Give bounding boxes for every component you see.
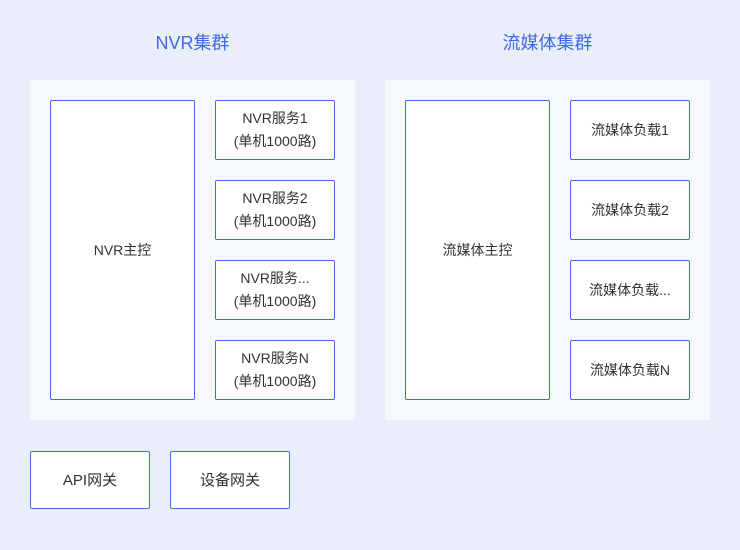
api-gateway-label: API网关 xyxy=(62,471,118,489)
media-cluster-title: 流媒体集群 xyxy=(502,33,593,53)
nvr-service-box-n: NVR服务N (单机1000路) xyxy=(215,340,335,400)
nvr-service-title: NVR服务N xyxy=(241,350,309,366)
nvr-master-label: NVR主控 xyxy=(93,241,152,258)
device-gateway-label: 设备网关 xyxy=(199,471,260,489)
nvr-service-title: NVR服务1 xyxy=(242,110,308,126)
device-gateway-box: 设备网关 xyxy=(170,451,290,509)
api-gateway-box: API网关 xyxy=(30,451,150,509)
nvr-service-subtitle: (单机1000路) xyxy=(233,213,317,229)
nvr-service-box-ellipsis: NVR服务... (单机1000路) xyxy=(215,260,335,320)
media-load-box-2: 流媒体负载2 xyxy=(570,180,690,240)
nvr-service-subtitle: (单机1000路) xyxy=(233,293,317,309)
media-load-box-1: 流媒体负载1 xyxy=(570,100,690,160)
media-load-box-n: 流媒体负载N xyxy=(570,340,690,400)
media-cluster-panel: 流媒体主控 流媒体负载1 流媒体负载2 流媒体负载... 流媒体负载N xyxy=(385,80,710,420)
nvr-master-box: NVR主控 xyxy=(50,100,195,400)
nvr-service-box-2: NVR服务2 (单机1000路) xyxy=(215,180,335,240)
nvr-service-title: NVR服务2 xyxy=(242,190,308,206)
nvr-service-subtitle: (单机1000路) xyxy=(233,133,317,149)
media-load-title: 流媒体负载1 xyxy=(591,121,669,138)
media-load-title: 流媒体负载... xyxy=(589,281,671,298)
media-master-label: 流媒体主控 xyxy=(442,241,513,258)
nvr-cluster-panel: NVR主控 NVR服务1 (单机1000路) NVR服务2 (单机1000路) … xyxy=(30,80,355,420)
nvr-cluster-title: NVR集群 xyxy=(155,33,230,53)
nvr-service-title: NVR服务... xyxy=(240,270,310,286)
media-load-title: 流媒体负载N xyxy=(589,361,671,378)
media-master-box: 流媒体主控 xyxy=(405,100,550,400)
media-load-title: 流媒体负载2 xyxy=(591,201,669,218)
nvr-service-box-1: NVR服务1 (单机1000路) xyxy=(215,100,335,160)
nvr-service-subtitle: (单机1000路) xyxy=(233,373,317,389)
media-load-box-ellipsis: 流媒体负载... xyxy=(570,260,690,320)
